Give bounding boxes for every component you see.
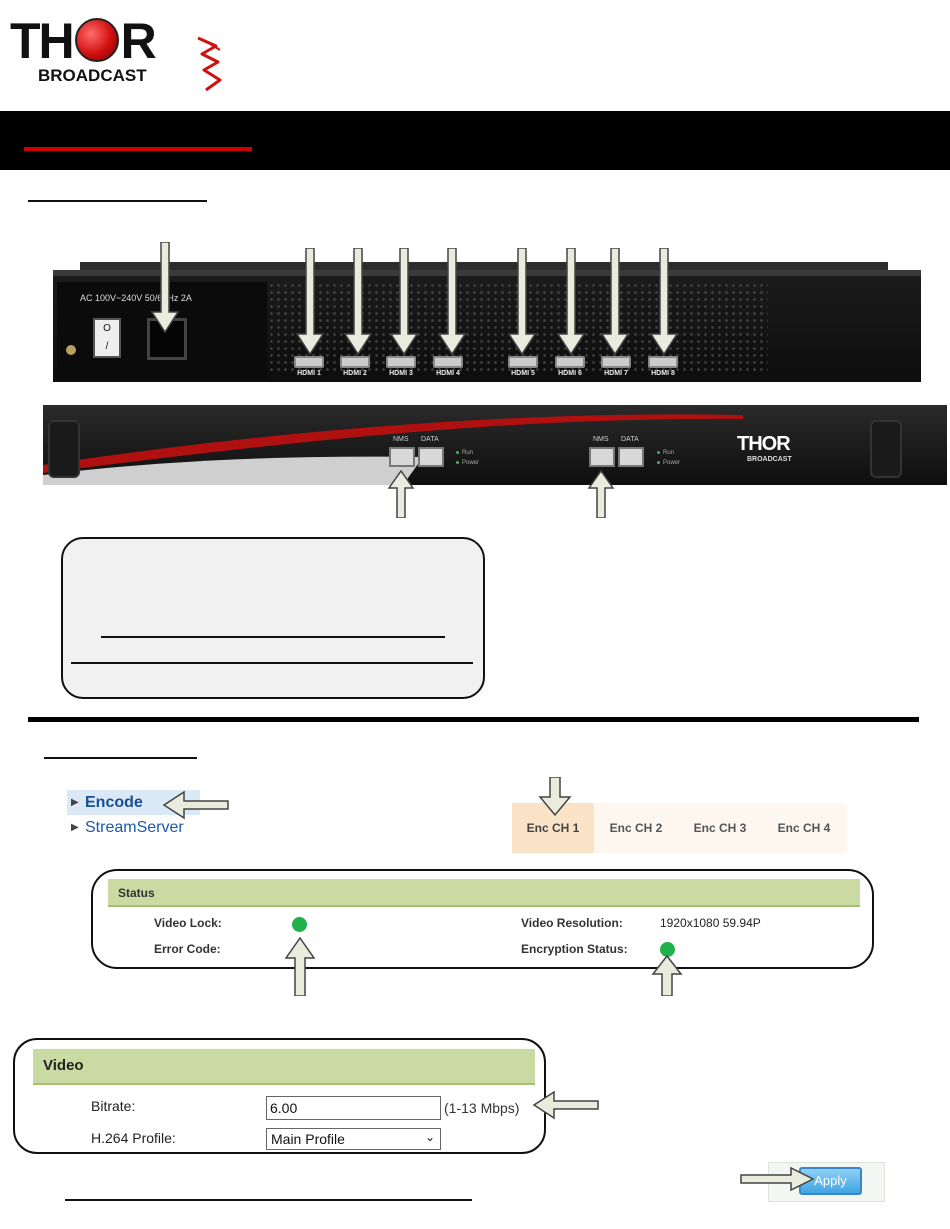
hdmi-port-3: [386, 356, 416, 368]
h264-profile-value: Main Profile: [271, 1131, 345, 1147]
rj45-port-nms: [389, 447, 415, 467]
arrow-down-icon: [538, 777, 572, 817]
hdmi-label-8: HDMI 8: [651, 370, 675, 377]
switch-on-mark: /: [105, 341, 109, 352]
arrow-up-icon: [284, 936, 316, 996]
hdmi-port-2: [340, 356, 370, 368]
hdmi-port-7: [601, 356, 631, 368]
encryption-status-indicator: [660, 942, 675, 957]
front-panel-logo-subtitle: BROADCAST: [747, 456, 792, 463]
apply-button[interactable]: Apply: [799, 1167, 862, 1195]
video-resolution-label: Video Resolution:: [521, 916, 623, 930]
hdmi-label-2: HDMI 2: [343, 370, 367, 377]
front-panel-logo: THOR: [737, 433, 791, 455]
arrow-down-icon: [343, 248, 373, 356]
lightning-bolt-icon: [197, 36, 222, 92]
hdmi-label-5: HDMI 5: [511, 370, 535, 377]
led-run-label: Run: [456, 450, 473, 456]
video-panel-title: Video: [43, 1057, 84, 1074]
info-callout-box: [61, 537, 485, 699]
section-divider: [28, 717, 919, 722]
switch-off-mark: O: [103, 323, 111, 334]
arrow-left-icon: [532, 1090, 599, 1120]
arrow-right-icon: [740, 1166, 815, 1192]
h264-profile-select[interactable]: Main Profile ⌄: [266, 1128, 441, 1150]
menu-item-label: Encode: [85, 794, 143, 811]
channel-tabs: Enc CH 1 Enc CH 2 Enc CH 3 Enc CH 4: [512, 803, 847, 853]
footer-rule: [65, 1199, 472, 1201]
info-box-rule: [101, 636, 445, 638]
bitrate-label: Bitrate:: [91, 1098, 136, 1114]
rj45-port-data: [418, 447, 444, 467]
arrow-up-icon: [587, 470, 615, 518]
video-lock-indicator: [292, 917, 307, 932]
rj45-port-data: [618, 447, 644, 467]
video-panel-header: Video: [33, 1049, 535, 1085]
led-power-label: Power: [657, 460, 680, 466]
hdmi-port-8: [648, 356, 678, 368]
chevron-down-icon: ⌄: [424, 1130, 435, 1144]
power-switch: O /: [93, 318, 121, 358]
video-lock-label: Video Lock:: [154, 916, 222, 930]
title-banner: [0, 111, 950, 170]
hdmi-port-6: [555, 356, 585, 368]
logo-subtitle: BROADCAST: [38, 66, 147, 85]
status-panel-title: Status: [118, 886, 155, 900]
ground-screw: [66, 345, 76, 355]
port-label-data: DATA: [421, 436, 439, 443]
arrow-down-icon: [600, 248, 630, 356]
arrow-down-icon: [150, 242, 180, 334]
rj45-port-nms: [589, 447, 615, 467]
bitrate-input[interactable]: [266, 1096, 441, 1120]
hdmi-label-6: HDMI 6: [558, 370, 582, 377]
hdmi-port-4: [433, 356, 463, 368]
hdmi-label-3: HDMI 3: [389, 370, 413, 377]
arrow-down-icon: [649, 248, 679, 356]
menu-item-label: StreamServer: [85, 819, 184, 836]
info-box-rule: [71, 662, 473, 664]
tab-enc-ch-4[interactable]: Enc CH 4: [777, 821, 831, 835]
arrow-down-icon: [437, 248, 467, 356]
hdmi-label-1: HDMI 1: [297, 370, 321, 377]
rear-panel-lip: [80, 262, 888, 272]
power-rating-label: AC 100V~240V 50/60Hz 2A: [80, 293, 192, 303]
hdmi-port-1: [294, 356, 324, 368]
arrow-down-icon: [507, 248, 537, 356]
triangle-right-icon: ▶: [71, 822, 79, 833]
h264-profile-label: H.264 Profile:: [91, 1130, 176, 1146]
led-run-label: Run: [657, 450, 674, 456]
tab-enc-ch-3[interactable]: Enc CH 3: [693, 821, 747, 835]
arrow-down-icon: [556, 248, 586, 356]
encryption-status-label: Encryption Status:: [521, 942, 628, 956]
led-power-label: Power: [456, 460, 479, 466]
section-heading-rule: [28, 200, 207, 202]
hdmi-label-7: HDMI 7: [604, 370, 628, 377]
arrow-up-icon: [387, 470, 415, 518]
menu-item-streamserver[interactable]: ▶ StreamServer: [67, 815, 200, 840]
triangle-right-icon: ▶: [71, 797, 79, 808]
rack-handle-right: [870, 420, 902, 478]
bitrate-unit: (1-13 Mbps): [444, 1100, 520, 1116]
arrow-left-icon: [162, 790, 229, 820]
banner-accent-line: [24, 147, 252, 151]
tab-enc-ch-2[interactable]: Enc CH 2: [609, 821, 663, 835]
status-panel-header: Status: [108, 879, 860, 907]
arrow-down-icon: [389, 248, 419, 356]
front-panel-swoosh: [43, 414, 743, 485]
video-resolution-value: 1920x1080 59.94P: [660, 916, 761, 930]
arrow-down-icon: [295, 248, 325, 356]
port-label-data: DATA: [621, 436, 639, 443]
section-heading-rule: [44, 757, 197, 759]
hdmi-port-5: [508, 356, 538, 368]
arrow-up-icon: [651, 954, 683, 996]
port-label-nms: NMS: [593, 436, 609, 443]
error-code-label: Error Code:: [154, 942, 221, 956]
rack-handle-left: [48, 420, 80, 478]
hdmi-label-4: HDMI 4: [436, 370, 460, 377]
port-label-nms: NMS: [393, 436, 409, 443]
